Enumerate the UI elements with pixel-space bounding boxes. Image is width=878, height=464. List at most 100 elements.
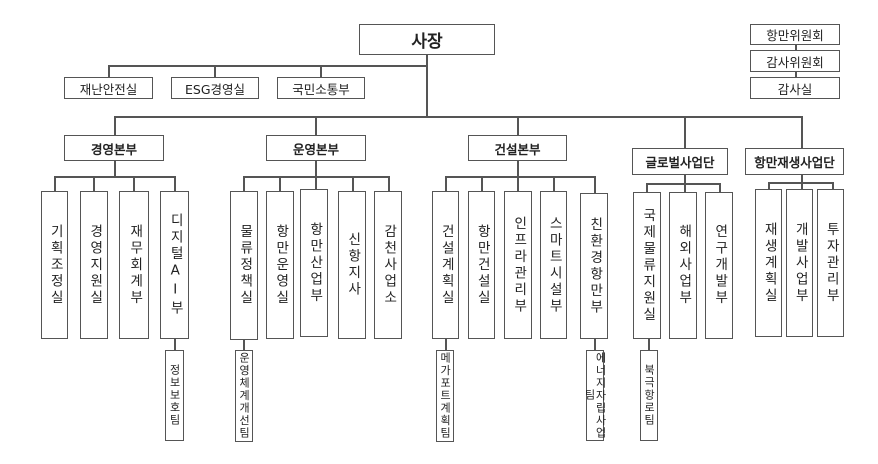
hq-label: 경영본부: [90, 141, 137, 157]
department-box: 해외사업부: [669, 192, 697, 339]
department-box: 개발사업부: [786, 189, 813, 337]
staff-office-box: 재난안전실: [64, 77, 153, 99]
connector-line: [768, 182, 833, 184]
department-label: 재무회계부: [126, 223, 143, 307]
connector-line: [445, 176, 447, 191]
department-box: 신항지사: [338, 191, 366, 339]
department-box: 물류정책실: [230, 191, 258, 340]
connector-line: [315, 176, 317, 189]
department-label: 경영지원실: [86, 223, 103, 307]
team-box: 운영체계개선팀: [235, 350, 253, 442]
hq-box: 운영본부: [266, 135, 366, 161]
committee-box: 항만위원회: [750, 24, 840, 45]
department-label: 해외사업부: [675, 224, 692, 307]
connector-line: [54, 176, 175, 178]
connector-line: [108, 65, 110, 77]
department-label: 인프라관리부: [510, 215, 527, 315]
connector-line: [517, 176, 519, 191]
hq-box: 글로벌사업단: [632, 148, 728, 175]
hq-label: 글로벌사업단: [645, 155, 715, 170]
connector-line: [684, 175, 686, 183]
department-box: 항만운영실: [266, 191, 294, 339]
team-box: 메가포트계획팀: [436, 350, 454, 442]
hq-box: 항만재생사업단: [745, 148, 844, 175]
staff-office-box: 국민소통부: [277, 77, 365, 99]
department-box: 친환경항만부: [580, 193, 608, 339]
connector-line: [594, 176, 596, 193]
connector-line: [133, 176, 135, 191]
department-label: 투자관리부: [823, 221, 840, 305]
department-label: 항만운영실: [272, 223, 289, 307]
connector-line: [594, 339, 596, 350]
staff-office-label: ESG경영실: [184, 81, 246, 97]
connector-line: [719, 183, 721, 192]
ceo-label: 사장: [411, 32, 443, 52]
connector-line: [648, 339, 650, 350]
connector-line: [768, 182, 770, 189]
connector-line: [445, 176, 595, 178]
connector-line: [795, 72, 797, 77]
department-box: 재생계획실: [755, 189, 782, 337]
department-box: 디지털AI부: [160, 191, 189, 339]
department-label: 친환경항만부: [586, 216, 603, 316]
connector-line: [646, 183, 720, 185]
connector-line: [54, 176, 56, 191]
department-label: 디지털AI부: [167, 213, 184, 317]
department-label: 물류정책실: [236, 224, 253, 307]
department-label: 기획조정실: [47, 223, 64, 307]
team-box: 북극항로팀: [640, 350, 658, 441]
team-label: 에너지자립사업팀: [583, 351, 607, 440]
connector-line: [214, 65, 216, 77]
connector-line: [445, 339, 447, 350]
team-label: 북극항로팀: [642, 364, 656, 427]
team-box: 정보보호팀: [165, 350, 184, 441]
department-box: 연구개발부: [705, 192, 733, 339]
staff-office-label: 국민소통부: [292, 81, 350, 97]
connector-line: [646, 183, 648, 192]
connector-line: [801, 175, 803, 182]
connector-line: [553, 176, 555, 191]
committee-box: 감사실: [750, 77, 840, 99]
connector-line: [114, 161, 116, 176]
hq-label: 건설본부: [494, 141, 541, 157]
department-box: 감천사업소: [374, 191, 402, 339]
connector-line: [315, 161, 317, 176]
connector-line: [795, 45, 797, 50]
connector-line: [114, 116, 116, 135]
connector-line: [93, 176, 95, 191]
committee-box: 감사위원회: [750, 50, 840, 72]
connector-line: [279, 176, 281, 191]
connector-line: [801, 182, 803, 189]
department-label: 연구개발부: [711, 224, 728, 307]
connector-line: [315, 116, 317, 135]
connector-line: [108, 65, 428, 67]
department-label: 신항지사: [344, 232, 361, 298]
department-box: 재무회계부: [119, 191, 149, 339]
connector-line: [174, 339, 176, 350]
team-label: 메가포트계획팀: [438, 352, 452, 440]
department-label: 재생계획실: [761, 221, 778, 305]
department-label: 국제물류지원실: [639, 207, 656, 324]
connector-line: [388, 176, 390, 191]
department-box: 투자관리부: [817, 189, 844, 337]
connector-line: [801, 116, 803, 148]
connector-line: [114, 116, 802, 118]
connector-line: [517, 161, 519, 176]
department-label: 항만건설실: [474, 223, 491, 307]
team-label: 정보보호팀: [168, 364, 181, 427]
department-box: 스마트시설부: [540, 191, 567, 339]
ceo-box: 사장: [359, 24, 495, 55]
connector-line: [481, 176, 483, 191]
department-box: 항만산업부: [300, 189, 328, 337]
connector-line: [320, 65, 322, 77]
department-label: 감천사업소: [380, 223, 397, 307]
department-label: 항만산업부: [306, 221, 323, 305]
department-box: 기획조정실: [41, 191, 68, 339]
connector-line: [832, 182, 834, 189]
connector-line: [426, 55, 428, 117]
committee-label: 항만위원회: [766, 28, 824, 43]
department-box: 인프라관리부: [504, 191, 532, 339]
hq-box: 경영본부: [64, 135, 164, 161]
department-box: 국제물류지원실: [633, 192, 661, 339]
hq-label: 운영본부: [292, 141, 339, 157]
